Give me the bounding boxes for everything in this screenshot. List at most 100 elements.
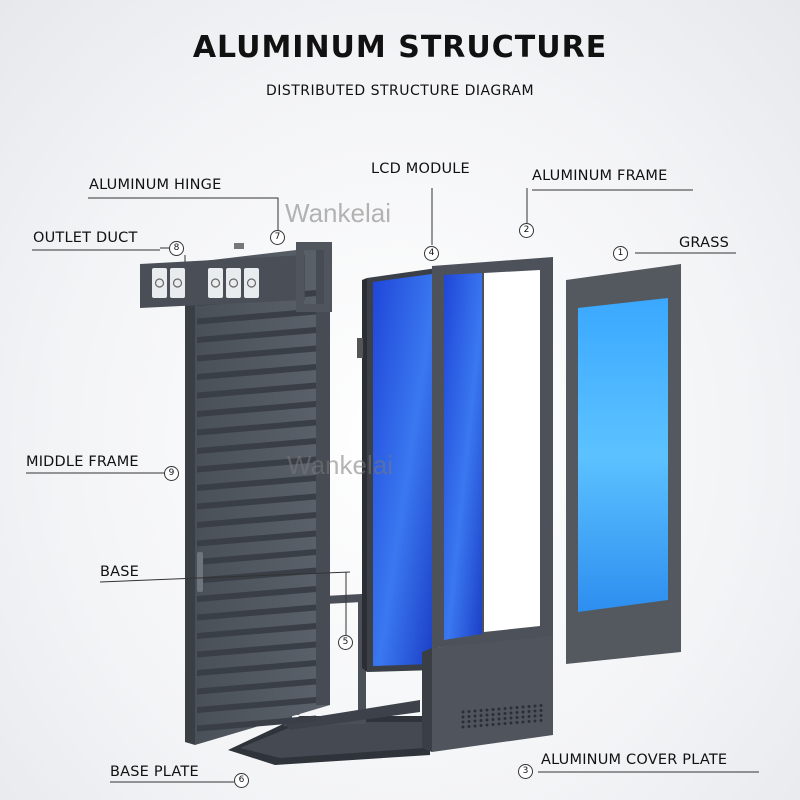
vent-hole xyxy=(485,718,489,722)
louver-slat xyxy=(197,604,316,621)
vent-hole xyxy=(473,724,477,728)
vent-hole xyxy=(497,707,501,711)
vent-hole xyxy=(521,715,525,719)
vent-hole xyxy=(497,722,501,726)
vent-hole xyxy=(491,708,495,711)
vent-hole xyxy=(491,718,495,721)
watermark-top: Wankelai xyxy=(285,198,391,228)
louver-slat xyxy=(197,345,316,362)
vent-hole xyxy=(503,712,507,715)
vent-hole xyxy=(539,709,543,712)
socket xyxy=(152,268,167,298)
aluminum-cover-plate-part xyxy=(422,636,553,752)
louver-slat xyxy=(197,382,316,399)
socket xyxy=(244,268,259,298)
badge-4: 4 xyxy=(424,246,439,261)
vent-hole xyxy=(509,716,513,720)
louver-slat xyxy=(197,697,316,713)
louver-slat xyxy=(197,660,316,676)
vent-hole xyxy=(467,725,471,728)
louver-slat xyxy=(197,308,316,325)
badge-8: 8 xyxy=(169,241,184,256)
louver-slat xyxy=(197,364,316,380)
vent-hole xyxy=(461,725,465,729)
lcd-module-part xyxy=(357,268,437,672)
socket xyxy=(226,268,241,298)
vent-hole xyxy=(527,720,531,723)
socket xyxy=(170,268,185,298)
vent-hole xyxy=(497,712,501,716)
vent-hole xyxy=(461,715,465,719)
vent-hole xyxy=(467,720,471,723)
vent-hole xyxy=(473,714,477,718)
vent-hole xyxy=(479,714,483,717)
socket xyxy=(208,268,223,298)
badge-6: 6 xyxy=(234,773,249,788)
vent-hole xyxy=(473,719,477,723)
label-lcd-module: LCD MODULE xyxy=(371,161,470,177)
middle-frame-part xyxy=(185,246,330,745)
louver-slat xyxy=(197,530,316,547)
louver-slat xyxy=(197,475,316,491)
vent-hole xyxy=(461,710,465,714)
diagram-subtitle: DISTRIBUTED STRUCTURE DIAGRAM xyxy=(265,83,535,99)
vent-hole xyxy=(533,714,537,718)
vent-hole xyxy=(515,716,519,719)
badge-3: 3 xyxy=(518,764,533,779)
louver-slat xyxy=(197,586,316,602)
louver-slat xyxy=(197,456,316,473)
vent-hole xyxy=(527,710,531,713)
vent-hole xyxy=(539,719,543,722)
vent-hole xyxy=(539,704,543,707)
vent-hole xyxy=(503,707,507,710)
louver-slat xyxy=(197,623,316,639)
louver-slat xyxy=(197,419,316,436)
vent-hole xyxy=(473,709,477,713)
vent-hole xyxy=(509,711,513,715)
vent-hole xyxy=(467,715,471,718)
outlet-duct-part xyxy=(140,242,332,312)
label-middle-frame: MIDDLE FRAME xyxy=(26,454,139,470)
louver-slat xyxy=(197,438,316,454)
vent-hole xyxy=(485,713,489,717)
badge-7: 7 xyxy=(270,230,285,245)
vent-hole xyxy=(467,710,471,713)
diagram-title: ALUMINUM STRUCTURE xyxy=(192,30,608,65)
vent-hole xyxy=(509,721,513,725)
vent-hole xyxy=(521,710,525,714)
vent-hole xyxy=(461,720,465,724)
louver-slat xyxy=(197,327,316,343)
label-base-plate: BASE PLATE xyxy=(110,764,199,780)
vent-hole xyxy=(491,723,495,726)
vent-hole xyxy=(503,722,507,725)
vent-hole xyxy=(515,711,519,714)
vent-hole xyxy=(539,714,543,717)
louver-slat xyxy=(197,549,316,565)
louver-slat xyxy=(197,401,316,417)
vent-hole xyxy=(515,706,519,709)
vent-hole xyxy=(479,719,483,722)
badge-2: 2 xyxy=(519,223,534,238)
vent-hole xyxy=(485,708,489,712)
vent-hole xyxy=(491,713,495,716)
vent-hole xyxy=(479,724,483,727)
vent-hole xyxy=(527,715,531,718)
socket-hole xyxy=(154,278,165,288)
vent-hole xyxy=(527,705,531,708)
louver-slat xyxy=(197,715,316,732)
label-grass: GRASS xyxy=(679,235,730,251)
label-aluminum-cover-plate: ALUMINUM COVER PLATE xyxy=(541,752,728,768)
vent-hole xyxy=(533,709,537,713)
louver-slat xyxy=(197,641,316,658)
socket-hole xyxy=(210,278,221,288)
label-aluminum-frame: ALUMINUM FRAME xyxy=(532,168,668,184)
vent-hole xyxy=(515,721,519,724)
badge-1: 1 xyxy=(613,246,628,261)
base-plate-part xyxy=(228,716,430,765)
vent-hole xyxy=(521,720,525,724)
aluminum-frame-part xyxy=(432,257,553,648)
socket-hole xyxy=(228,278,239,288)
vent-hole xyxy=(485,723,489,727)
louver-slat xyxy=(197,678,316,695)
